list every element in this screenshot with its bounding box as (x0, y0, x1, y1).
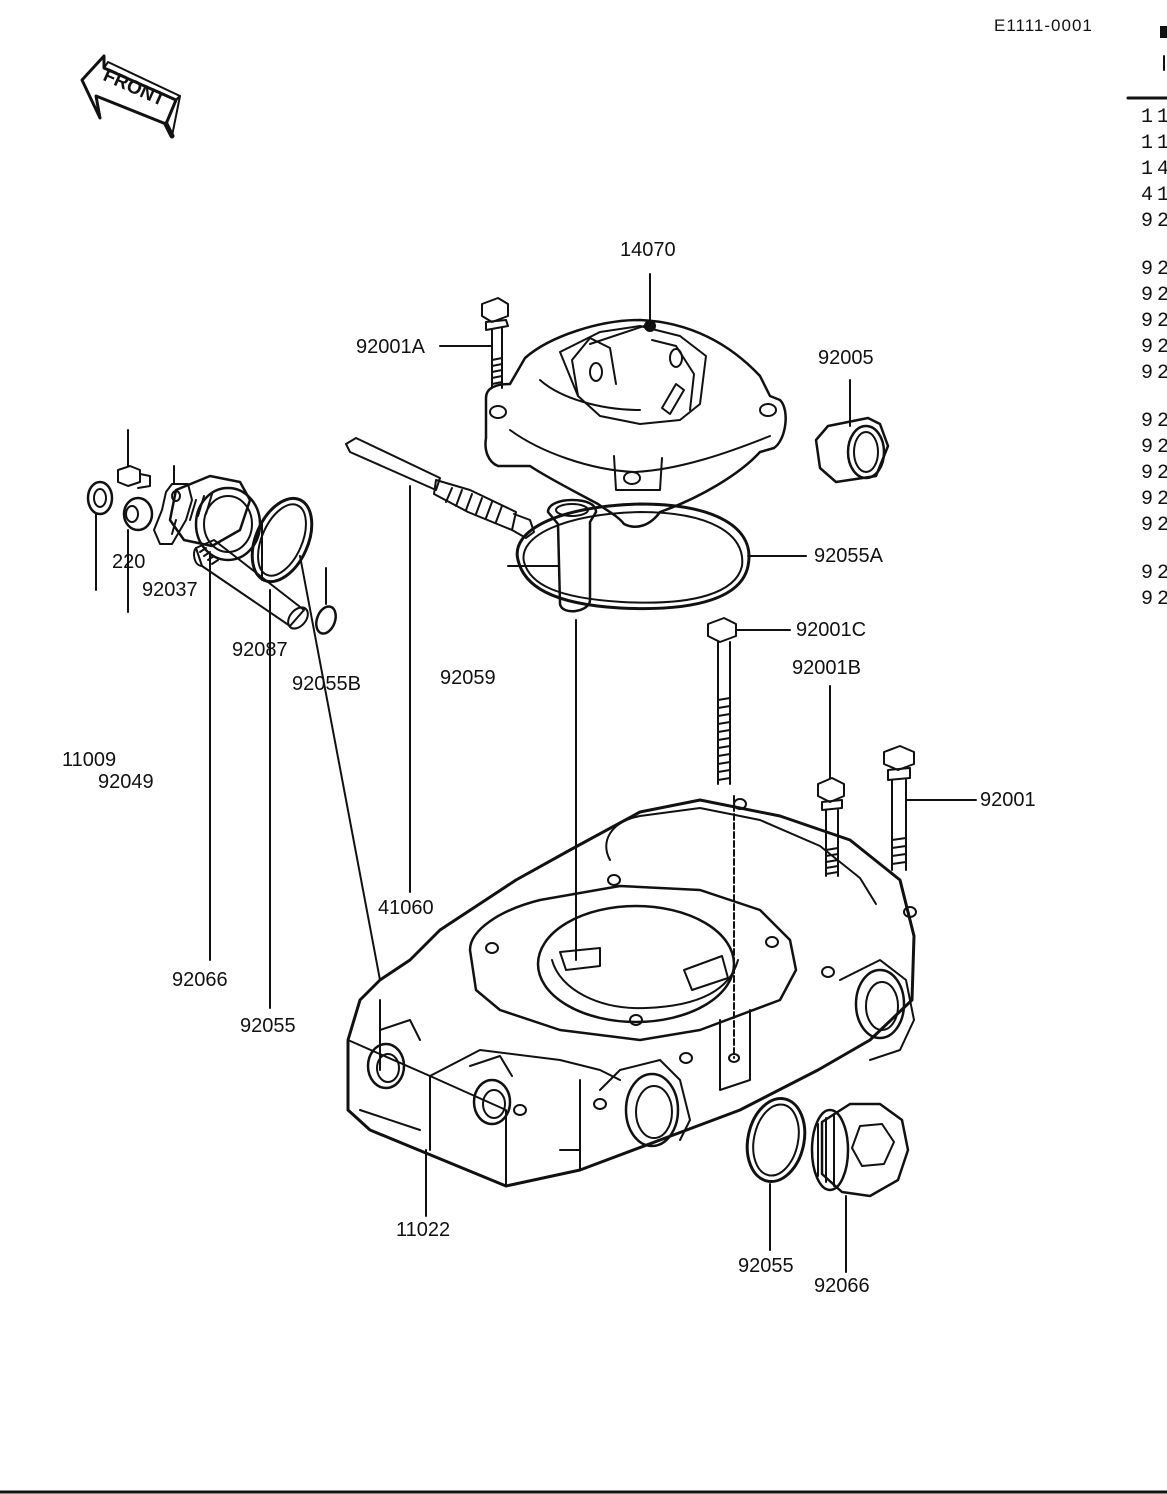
front-arrow-icon: FRONT (80, 54, 181, 139)
callout-92055-left: 92055 (240, 1015, 296, 1037)
callout-41060: 41060 (378, 897, 434, 919)
plug-92005 (814, 379, 890, 484)
side-item: 92 (1141, 514, 1167, 537)
side-item: 92 (1141, 410, 1167, 433)
callout-11022: 11022 (396, 1219, 451, 1241)
side-item: 41 (1141, 184, 1167, 207)
callout-14070: 14070 (620, 239, 676, 261)
head-cover-14070 (484, 273, 787, 528)
collar-92049 (122, 496, 154, 613)
side-item: 92 (1141, 258, 1167, 281)
bolt-92001 (883, 745, 977, 871)
side-item: 92 (1141, 562, 1167, 585)
callout-92001a: 92001A (356, 336, 425, 358)
side-item: 92 (1141, 336, 1167, 359)
o-ring-92055b (315, 567, 337, 635)
callout-92055-right: 92055 (738, 1255, 794, 1277)
side-column-mark (1160, 26, 1167, 38)
screw-220 (117, 429, 151, 489)
washer-11009 (86, 480, 114, 591)
side-item: 11 (1141, 132, 1167, 155)
side-item: 92 (1141, 210, 1167, 233)
callout-11009: 11009 (62, 749, 117, 771)
bolt-92001b (817, 685, 845, 877)
side-item: 92 (1141, 310, 1167, 333)
callout-92005: 92005 (818, 347, 874, 369)
callout-92037: 92037 (142, 579, 198, 601)
bolt-92001c (707, 617, 791, 1059)
side-item: 92 (1141, 488, 1167, 511)
callout-92001: 92001 (980, 789, 1036, 811)
side-item: 92 (1141, 284, 1167, 307)
side-item: 11 (1141, 106, 1167, 129)
callout-92055b: 92055B (292, 673, 361, 695)
plug-92066-left (168, 474, 262, 961)
side-item: 14 (1141, 158, 1167, 181)
side-item: 92 (1141, 436, 1167, 459)
callout-92066-left: 92066 (172, 969, 228, 991)
diagram-code: E1111-0001 (994, 16, 1093, 35)
callout-220: 220 (112, 551, 146, 573)
cylinder-head-11022 (346, 798, 917, 1217)
plug-92066-right (810, 1102, 910, 1273)
callout-92001b: 92001B (792, 657, 861, 679)
bolt-92001a (439, 297, 509, 389)
callout-92059: 92059 (440, 667, 496, 689)
callout-92087: 92087 (232, 639, 288, 661)
side-item: 92 (1141, 588, 1167, 611)
callout-92066-right: 92066 (814, 1275, 870, 1297)
o-ring-92055-left (250, 496, 381, 1009)
o-ring-92055a (515, 502, 807, 611)
o-ring-92055-right (745, 1097, 807, 1251)
side-item: 92 (1141, 462, 1167, 485)
shaft-41060 (345, 437, 535, 893)
tube-92059 (507, 498, 598, 961)
callout-92049: 92049 (98, 771, 154, 793)
callout-92055a: 92055A (814, 545, 883, 567)
callout-92001c: 92001C (796, 619, 867, 641)
side-item: 92 (1141, 362, 1167, 385)
